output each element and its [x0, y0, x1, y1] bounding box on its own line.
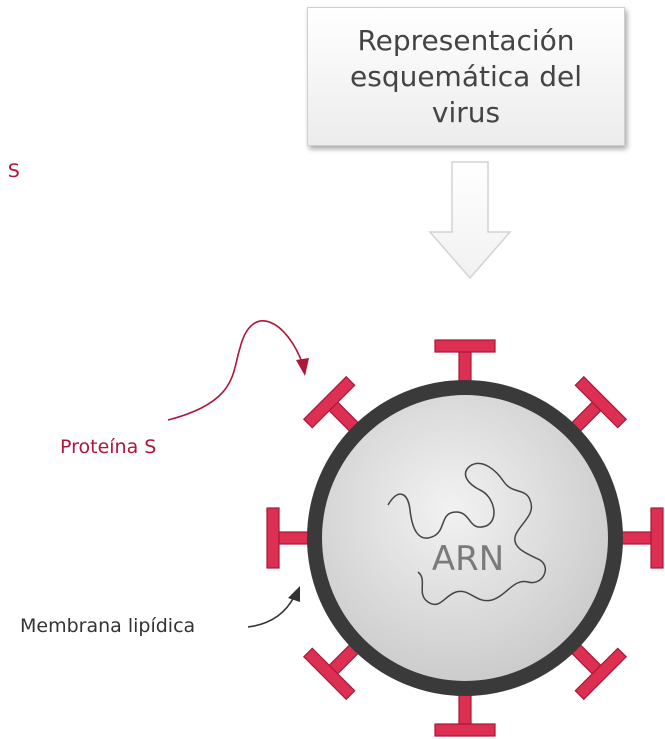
spike-protein-icon: [434, 339, 496, 385]
spike-protein-icon: [434, 691, 496, 737]
membrane-pointer-arrowhead: [288, 586, 300, 602]
diagram-title: Representación esquemática del virus: [350, 23, 582, 129]
title-box: Representación esquemática del virus: [307, 7, 625, 146]
spike-protein-icon: [618, 507, 664, 569]
protein-label-cropped: na S: [0, 160, 20, 182]
down-arrow-icon: [428, 161, 512, 280]
membrane-pointer-arrow: [247, 596, 295, 628]
protein-pointer-arrowhead: [296, 358, 309, 376]
protein-pointer-arrow: [167, 320, 304, 421]
protein-label: Proteína S: [60, 436, 157, 458]
membrane-label: Membrana lipídica: [20, 615, 196, 637]
rna-label: ARN: [432, 539, 504, 579]
rna-strand: [387, 462, 546, 606]
spike-protein-icon: [266, 507, 312, 569]
virus-core: [322, 395, 608, 681]
